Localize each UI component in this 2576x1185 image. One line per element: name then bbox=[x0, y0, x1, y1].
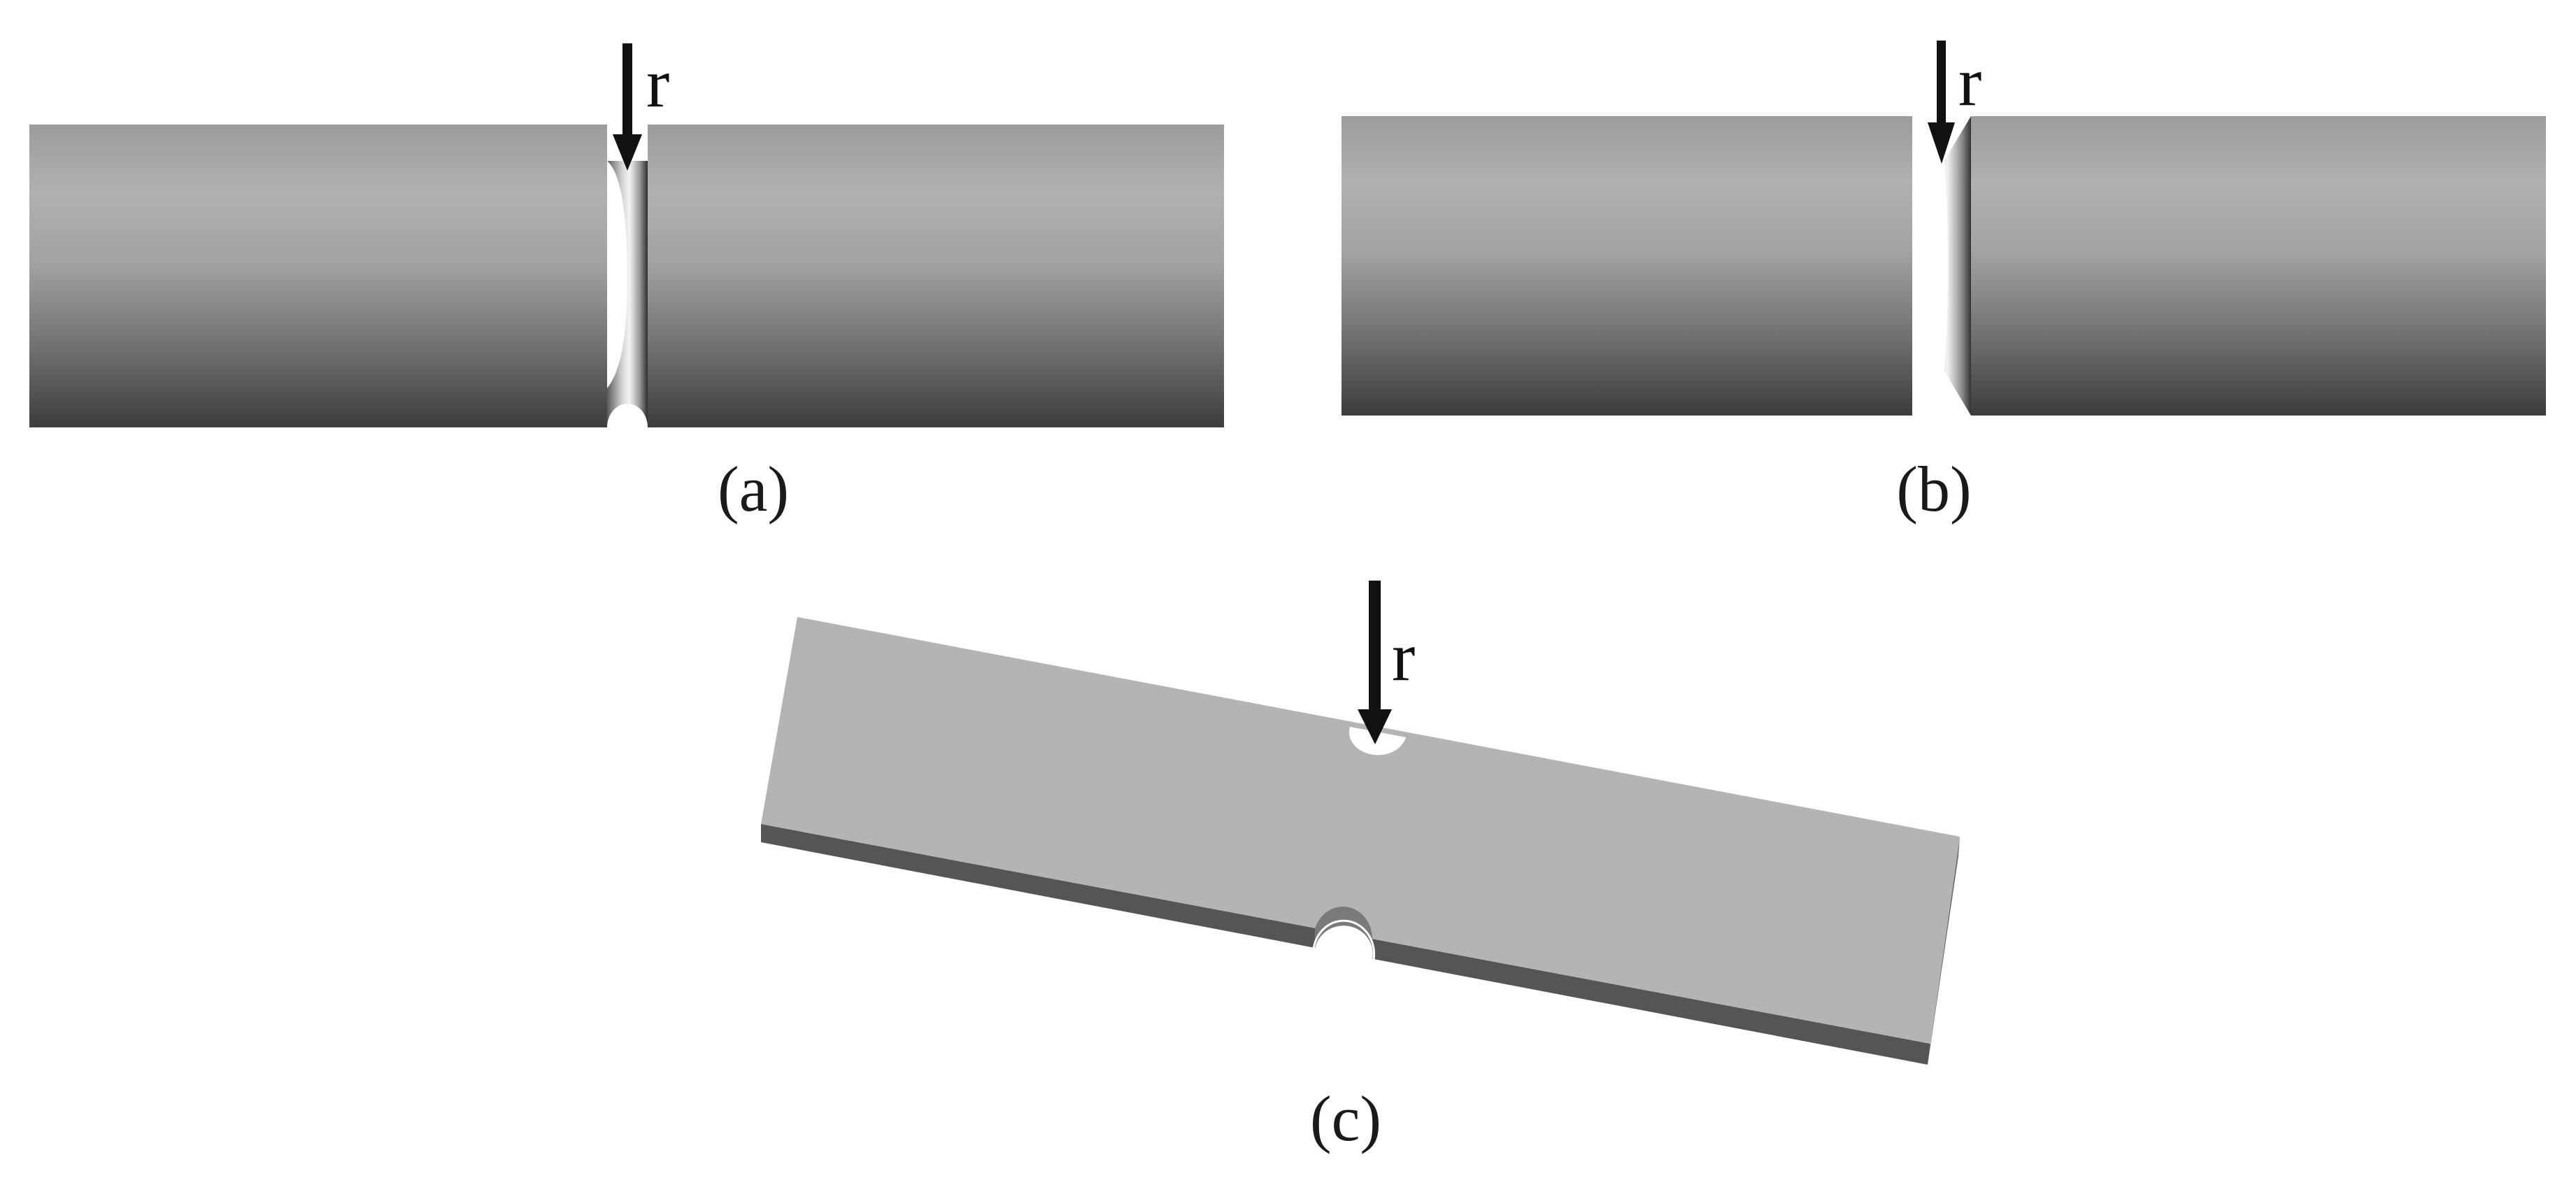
panel-a-notch-label: r bbox=[646, 44, 669, 122]
panel-c-arrow-icon bbox=[1358, 581, 1392, 744]
panel-a: r (a) bbox=[29, 43, 1224, 525]
panel-c-upper-notch bbox=[1349, 727, 1406, 755]
panel-c: r (c) bbox=[761, 581, 1960, 1154]
panel-a-notch-bottom-cut bbox=[607, 404, 648, 427]
panel-b-notch-bottom-cut bbox=[1912, 367, 1971, 416]
panel-a-notch bbox=[607, 125, 648, 427]
panel-b-right-bar bbox=[1971, 116, 2546, 416]
panel-b-notch-label: r bbox=[1958, 43, 1981, 120]
panel-c-plate-top bbox=[761, 617, 1960, 1044]
panel-b: r (b) bbox=[1342, 41, 2546, 525]
panel-b-left-bar bbox=[1342, 116, 1912, 416]
panel-a-arrow-icon bbox=[613, 43, 642, 171]
panel-c-plate-end bbox=[1928, 837, 1960, 1065]
panel-c-lower-notch bbox=[1315, 925, 1373, 965]
panel-c-notch-label: r bbox=[1392, 618, 1415, 695]
panel-b-caption: (b) bbox=[1896, 453, 1971, 525]
panel-b-notch bbox=[1912, 116, 1971, 416]
panel-a-caption: (a) bbox=[718, 453, 789, 525]
panel-a-left-bar bbox=[29, 125, 607, 427]
panel-a-right-bar bbox=[648, 125, 1224, 427]
panel-c-caption: (c) bbox=[1310, 1083, 1381, 1154]
panel-b-arrow-icon bbox=[1928, 41, 1955, 164]
panel-c-lower-notch-cut bbox=[1312, 919, 1376, 960]
